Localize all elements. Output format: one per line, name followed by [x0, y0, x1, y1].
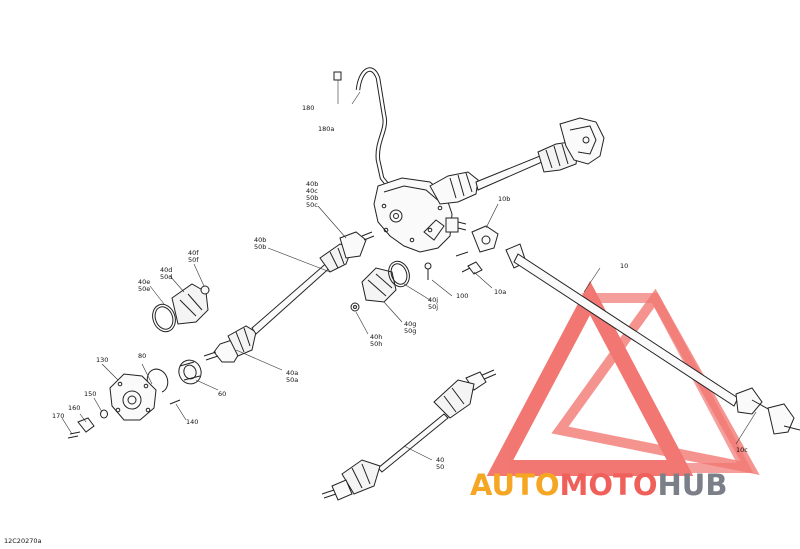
callout-150: 150: [84, 390, 96, 398]
callout-50h: 50h: [370, 340, 382, 348]
front-prop-shaft: [429, 117, 605, 205]
callout-50f: 50f: [188, 256, 199, 264]
watermark-part-moto: MOTO: [559, 468, 658, 502]
callout-10: 10: [620, 262, 628, 270]
callout-60: 60: [218, 390, 226, 398]
callout-40g: 40g: [404, 320, 416, 328]
breather-hose: [333, 67, 392, 190]
callout-50b-1: 50b: [306, 194, 318, 202]
lower-drive-shaft: [321, 369, 497, 501]
callout-40d: 40d: [160, 266, 172, 274]
callout-50j: 50j: [428, 303, 438, 311]
callout-40e: 40e: [138, 278, 150, 286]
callout-170: 170: [52, 412, 64, 420]
callout-50e: 50e: [138, 285, 150, 293]
callout-40c: 40c: [306, 187, 318, 195]
callout-40j: 40j: [428, 296, 438, 304]
callout-180: 180: [302, 104, 314, 112]
differential-housing: [373, 177, 467, 253]
wheel-hub-assembly: [67, 359, 202, 439]
rear-prop-shaft: [461, 225, 800, 435]
callout-10c: 10c: [736, 446, 748, 454]
callout-180a: 180a: [318, 125, 334, 133]
callout-50b-2: 50b: [254, 243, 266, 251]
fasteners: [424, 251, 469, 280]
callout-40f: 40f: [188, 249, 199, 257]
callout-10b: 10b: [498, 195, 510, 203]
callout-50c: 50c: [306, 201, 318, 209]
callout-40: 40: [436, 456, 444, 464]
callout-40a: 40a: [286, 369, 298, 377]
watermark-logo-text: AUTOMOTOHUB: [470, 468, 727, 502]
callout-50g: 50g: [404, 327, 416, 335]
watermark-part-hub: HUB: [657, 468, 728, 502]
callout-130: 130: [96, 356, 108, 364]
callout-40h: 40h: [370, 333, 382, 341]
upper-drive-shaft: [203, 231, 375, 363]
callout-40b-2: 40b: [254, 236, 266, 244]
callout-50: 50: [436, 463, 444, 471]
callout-50a: 50a: [286, 376, 298, 384]
callout-140: 140: [186, 418, 198, 426]
leader-lines: [61, 80, 757, 461]
boot-kit-parts: [152, 260, 410, 333]
callout-labels: 180 180a 40b 40c 50b 50c 40b 50b 40f 50f…: [52, 104, 748, 471]
callout-10a: 10a: [494, 288, 506, 296]
drawing-reference-code: 12C20270a: [4, 537, 42, 545]
watermark-part-auto: AUTO: [470, 468, 560, 502]
callout-160: 160: [68, 404, 80, 412]
callout-50d: 50d: [160, 273, 172, 281]
callout-100: 100: [456, 292, 468, 300]
callout-40b-1: 40b: [306, 180, 318, 188]
callout-80: 80: [138, 352, 146, 360]
